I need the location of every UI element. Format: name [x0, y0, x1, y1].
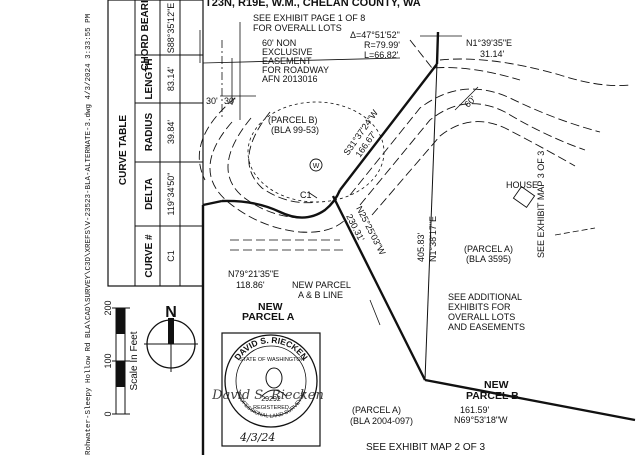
easement-line4: FOR ROADWAY	[262, 65, 329, 75]
col-chord-bearing: CHORD BEARING	[140, 0, 151, 71]
parcel-a-3595-line2: (BLA 3595)	[466, 254, 511, 264]
scale-bar: 0 100 200 Scale In Feet	[103, 300, 140, 416]
dim-30a: 30'	[206, 96, 218, 106]
cell-delta: 119°34'50"	[166, 173, 176, 216]
parcel-a-2004-line2: (BLA 2004-097)	[350, 416, 413, 426]
surveyor-seal: DAVID S. RIECKEN PROFESSIONAL LAND SURVE…	[211, 332, 324, 447]
seal-portrait-icon	[265, 367, 283, 389]
new-parcel-a-line1: NEW	[258, 301, 283, 313]
header-top-line: T23N, R19E, W.M., CHELAN COUNTY, WA	[205, 0, 421, 9]
seal-registered: REGISTERED	[253, 405, 289, 411]
vert-dist: 405.83'	[416, 232, 426, 262]
scale-tick-100: 100	[103, 353, 113, 368]
curve-table: CURVE TABLE CURVE # DELTA RADIUS LENGTH …	[107, 0, 204, 287]
new-parcel-b-line1: NEW	[484, 379, 509, 391]
see-exhibit-1-line2: FOR OVERALL LOTS	[253, 23, 342, 33]
col-length: LENGTH	[144, 58, 155, 99]
bearing-bottom: N69°53'18"W	[454, 415, 508, 425]
col-curve: CURVE #	[144, 234, 155, 278]
curve-c1-label: C1	[300, 190, 312, 200]
easement-line2: EXCLUSIVE	[262, 47, 313, 57]
scale-tick-0: 0	[103, 411, 113, 416]
parcel-b-bla-line2: (BLA 99-53)	[271, 125, 319, 135]
north-arrow: N	[144, 304, 198, 372]
see-additional-3: OVERALL LOTS	[448, 312, 515, 322]
file-path: Rohwater-Sleepy Hollow Rd BLA\CAD\SURVEY…	[85, 13, 93, 455]
cell-curve: C1	[166, 250, 176, 262]
dim-30b: 30'	[224, 96, 236, 106]
scale-label: Scale In Feet	[129, 331, 140, 390]
well-letter: W	[313, 163, 320, 170]
line-label-1: NEW PARCEL	[292, 280, 351, 290]
see-exhibit-2: SEE EXHIBIT MAP 2 OF 3	[366, 442, 486, 453]
dist-left: 118.86'	[236, 280, 265, 290]
new-parcel-b-line2: PARCEL B	[466, 390, 519, 402]
scale-tick-200: 200	[103, 300, 113, 315]
easement-line3: EASEMENT	[262, 56, 312, 66]
seal-number: 29292	[261, 396, 281, 403]
easement-line1: 60' NON	[262, 38, 296, 48]
see-additional-1: SEE ADDITIONAL	[448, 292, 522, 302]
well-icon: W	[309, 158, 323, 172]
parcel-b-bla-line1: (PARCEL B)	[268, 115, 318, 125]
line-label-2: A & B LINE	[298, 290, 343, 300]
curve-delta: Δ=47°51'52"	[350, 30, 400, 40]
seal-state: STATE OF WASHINGTON	[239, 357, 304, 363]
curve-length: L=66.82'	[364, 50, 399, 60]
vert-bearing: N1°38'17"E	[428, 216, 438, 262]
see-exhibit-1-line1: SEE EXHIBIT PAGE 1 OF 8	[253, 13, 365, 23]
bearing-left: N79°21'35"E	[228, 269, 279, 279]
plan-linework	[198, 22, 636, 455]
parcel-a-3595-line1: (PARCEL A)	[464, 244, 513, 254]
curve-radius: R=79.99'	[364, 40, 400, 50]
seal-signature: David S. Riecken	[211, 388, 324, 403]
cell-bearing: S88°35'12"E	[166, 3, 176, 54]
plan-annotations: SEE EXHIBIT PAGE 1 OF 8 FOR OVERALL LOTS…	[206, 13, 546, 453]
easement-line5: AFN 2013016	[262, 74, 318, 84]
see-exhibit-3: SEE EXHIBIT MAP 3 OF 3	[536, 151, 546, 258]
dist-bottom: 161.59'	[460, 405, 490, 415]
cell-length: 83.14'	[166, 67, 176, 92]
north-letter: N	[165, 304, 177, 321]
cell-radius: 39.84'	[166, 120, 176, 145]
new-parcel-a-line2: PARCEL A	[242, 311, 295, 323]
house-label: HOUSE	[506, 180, 538, 190]
bearing-top: N1°39'35"E	[466, 38, 512, 48]
col-delta: DELTA	[144, 178, 155, 210]
dim-60: 60'	[462, 94, 478, 110]
curve-table-title: CURVE TABLE	[118, 115, 129, 186]
parcel-a-2004-line1: (PARCEL A)	[352, 405, 401, 415]
col-radius: RADIUS	[144, 113, 155, 152]
dist-top: 31.14'	[480, 49, 505, 59]
see-additional-2: EXHIBITS FOR	[448, 302, 511, 312]
seal-date: 4/3/24	[239, 431, 275, 444]
see-additional-4: AND EASEMENTS	[448, 322, 525, 332]
